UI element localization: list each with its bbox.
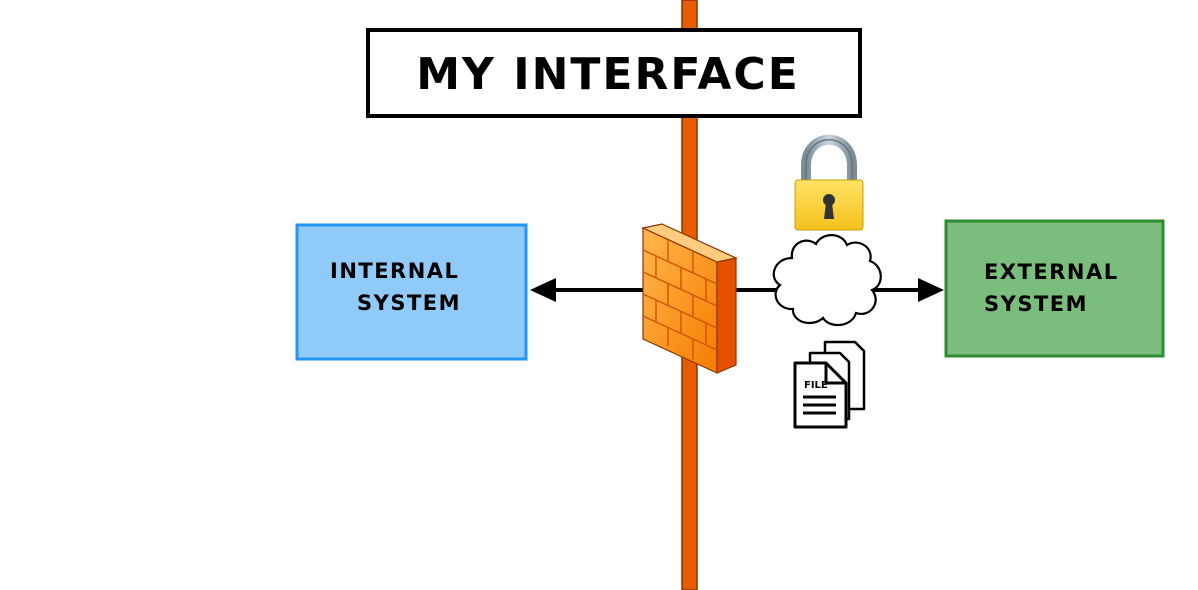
cloud-icon [772,234,882,327]
file-label: FILE [804,380,828,391]
internal-system-label-line2: SYSTEM [357,291,461,315]
page-title: MY INTERFACE [416,49,800,100]
file-stack-icon: FILE [793,340,866,429]
external-system-label-line1: EXTERNAL [984,260,1119,284]
arrow-head-left [530,278,556,302]
firewall-icon [641,223,738,374]
lock-icon [794,134,864,231]
arrow-head-right [918,278,944,302]
connection-arrow [530,278,944,302]
title-box: MY INTERFACE [366,28,862,118]
external-system-box: EXTERNAL SYSTEM [944,219,1165,358]
external-system-label-line2: SYSTEM [984,292,1088,316]
internal-system-label-line1: INTERNAL [330,259,459,283]
internal-system-box: INTERNAL SYSTEM [295,223,528,361]
